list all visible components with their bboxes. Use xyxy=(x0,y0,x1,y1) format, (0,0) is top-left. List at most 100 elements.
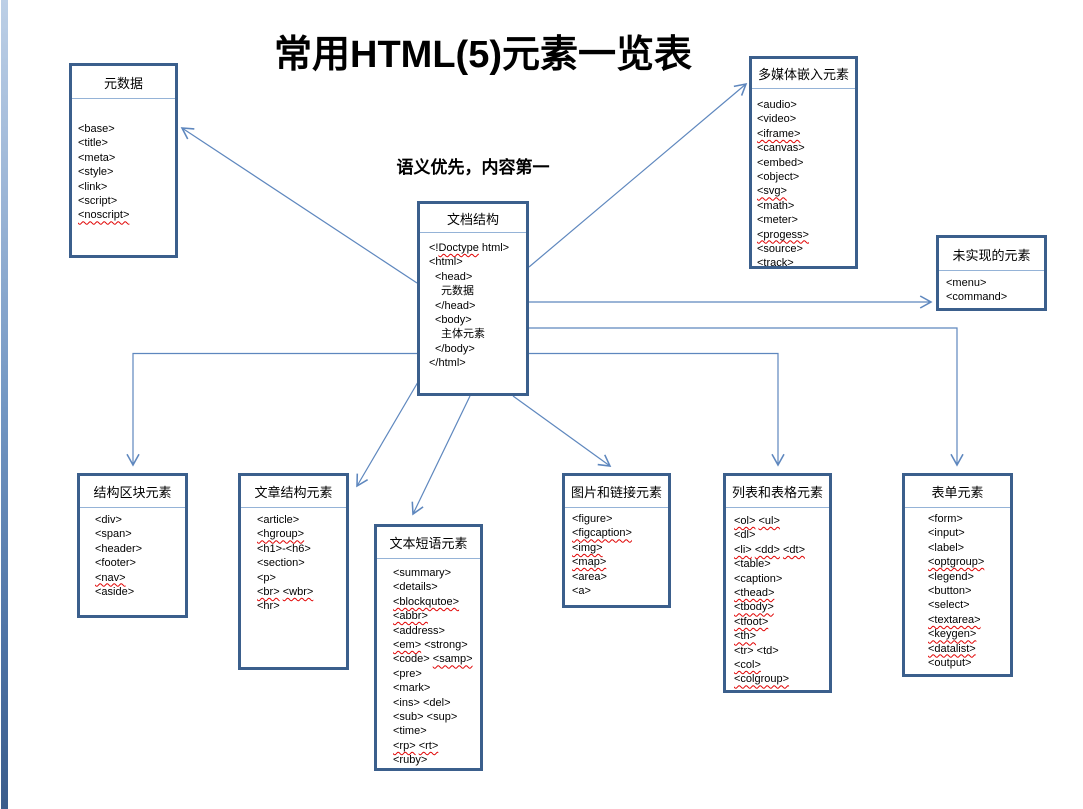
element-item: <li> <dd> <dt> xyxy=(734,543,805,556)
element-item: <col> xyxy=(734,659,761,672)
element-item: <object> xyxy=(757,171,800,184)
element-item: <link> xyxy=(78,180,108,193)
element-item: <colgroup> xyxy=(734,673,790,686)
box-form-title: 表单元素 xyxy=(905,476,1010,508)
slide-edge-strip xyxy=(1,0,8,809)
element-item: <map> xyxy=(572,556,607,569)
element-item: <math> xyxy=(757,199,795,212)
element-item: <tbody> xyxy=(734,601,774,614)
element-item: <input> xyxy=(928,527,965,540)
element-item: <menu> xyxy=(946,277,987,289)
element-item: <command> xyxy=(946,291,1008,304)
element-item: <output> xyxy=(928,657,972,670)
element-item: <figcaption> xyxy=(572,527,632,540)
element-item: 主体元素 xyxy=(441,328,485,341)
element-item: <track> xyxy=(757,257,794,270)
element-item: <a> xyxy=(572,585,591,598)
element-item: </head> xyxy=(435,299,476,312)
element-item: <header> xyxy=(95,542,143,555)
element-item: <meta> xyxy=(78,151,116,164)
element-item: <iframe> xyxy=(757,127,801,140)
connector-to-structblock xyxy=(126,352,417,467)
element-item: <hr> xyxy=(257,600,280,613)
connector-to-imglink xyxy=(512,395,612,467)
element-item: <hgroup> xyxy=(257,528,305,541)
element-item: <meter> xyxy=(757,214,798,227)
element-item: <audio> xyxy=(757,99,797,111)
element-item: <div> xyxy=(95,514,122,526)
box-notimplemented: 未实现的元素 <menu><command> xyxy=(936,235,1047,311)
element-item: <sub> <sup> xyxy=(393,711,458,724)
element-item: <script> xyxy=(78,195,118,208)
element-item: <form> xyxy=(928,513,963,525)
box-articlestruct-title: 文章结构元素 xyxy=(241,476,346,508)
element-item: <nav> xyxy=(95,571,126,584)
box-notimplemented-items: <menu> <command> xyxy=(939,271,1044,305)
box-textphrase: 文本短语元素 <summary><details><blockqutoe><ab… xyxy=(374,524,483,771)
page-title: 常用HTML(5)元素一览表 xyxy=(274,34,692,76)
element-item: <style> xyxy=(78,166,114,179)
element-item: <base> xyxy=(78,123,115,135)
box-listtable-title: 列表和表格元素 xyxy=(726,476,829,508)
element-item: <section> xyxy=(257,557,305,570)
connector-to-listtable xyxy=(529,352,785,467)
element-item: <textarea> xyxy=(928,613,981,626)
element-item: <keygen> xyxy=(928,628,977,641)
box-multimedia-title: 多媒体嵌入元素 xyxy=(752,59,855,89)
element-item: <span> xyxy=(95,528,132,541)
box-textphrase-items: <summary><details><blockqutoe><abbr><add… xyxy=(377,559,480,768)
element-item: </body> xyxy=(435,342,475,355)
element-item: <h1>-<h6> xyxy=(257,542,311,555)
box-multimedia: 多媒体嵌入元素 <audio><video><iframe><canvas><e… xyxy=(749,56,858,269)
element-item: <footer> xyxy=(95,557,136,570)
box-form-items: <form> <input><label> <optgroup><legend> <b… xyxy=(905,508,1010,670)
element-item: <optgroup> xyxy=(928,556,985,569)
box-metadata-items: <base><title><meta><style><link><script>… xyxy=(72,99,175,223)
connector-to-multimedia xyxy=(528,82,748,268)
element-item: <body> xyxy=(435,314,472,327)
element-item: <source> xyxy=(757,243,803,256)
element-item: <head> xyxy=(435,270,473,283)
element-item: <address> xyxy=(393,624,445,637)
element-item: <time> xyxy=(393,725,427,738)
element-item: <ins> <del> xyxy=(393,696,451,709)
element-item: <ol> <ul> xyxy=(734,515,780,527)
box-form: 表单元素 <form> <input><label> <optgroup><lege… xyxy=(902,473,1013,677)
element-item: 元数据 xyxy=(441,285,474,298)
element-item: <noscript> xyxy=(78,209,130,222)
box-metadata: 元数据 <base><title><meta><style><link><scr… xyxy=(69,63,178,258)
element-item: <thead> xyxy=(734,587,775,600)
box-docstructure-title: 文档结构 xyxy=(420,204,526,233)
connector-to-articlestruct xyxy=(356,381,419,488)
element-item: <html> xyxy=(429,256,463,269)
page-subtitle: 语义优先，内容第一 xyxy=(396,158,550,177)
element-item: <tr> <td> xyxy=(734,644,779,657)
element-item: <label> xyxy=(928,541,965,554)
element-item: <abbr> xyxy=(393,610,428,623)
box-structblock-items: <div><span><header><footer><nav><aside> xyxy=(80,508,185,599)
box-articlestruct: 文章结构元素 <article> <hgroup><h1>-<h6> <sectio… xyxy=(238,473,349,670)
element-item: <blockqutoe> xyxy=(393,595,460,608)
element-item: </html> xyxy=(429,357,466,370)
element-item: <img> xyxy=(572,541,603,554)
element-item: <area> xyxy=(572,570,607,583)
element-item: <button> xyxy=(928,585,972,598)
box-listtable: 列表和表格元素 <ol> <ul><dl><li> <dd> <dt><tabl… xyxy=(723,473,832,693)
element-item: <details> xyxy=(393,581,438,594)
element-item: <select> xyxy=(928,599,970,612)
element-item: <legend> xyxy=(928,570,974,583)
box-articlestruct-items: <article><hgroup><h1>-<h6><section><p><b… xyxy=(241,508,346,614)
connector-to-textphrase xyxy=(411,395,471,516)
box-docstructure-items: <!Doctype html><html><head>元数据</head><bo… xyxy=(420,233,526,371)
element-item: <code> <samp> xyxy=(393,653,473,666)
element-item: <canvas> xyxy=(757,142,805,155)
box-textphrase-title: 文本短语元素 xyxy=(377,527,480,559)
element-item: <embed> xyxy=(757,156,804,169)
element-item: <article> xyxy=(257,514,300,526)
element-item: <svg> xyxy=(757,185,787,198)
element-item: <pre> xyxy=(393,667,422,680)
box-imglink-items: <figure> <figcaption><img> <map><area> <a> xyxy=(565,508,668,598)
box-imglink: 图片和链接元素 <figure><figcaption><img><map><a… xyxy=(562,473,671,608)
connector-to-form xyxy=(529,327,964,467)
element-item: <figure> xyxy=(572,513,613,525)
